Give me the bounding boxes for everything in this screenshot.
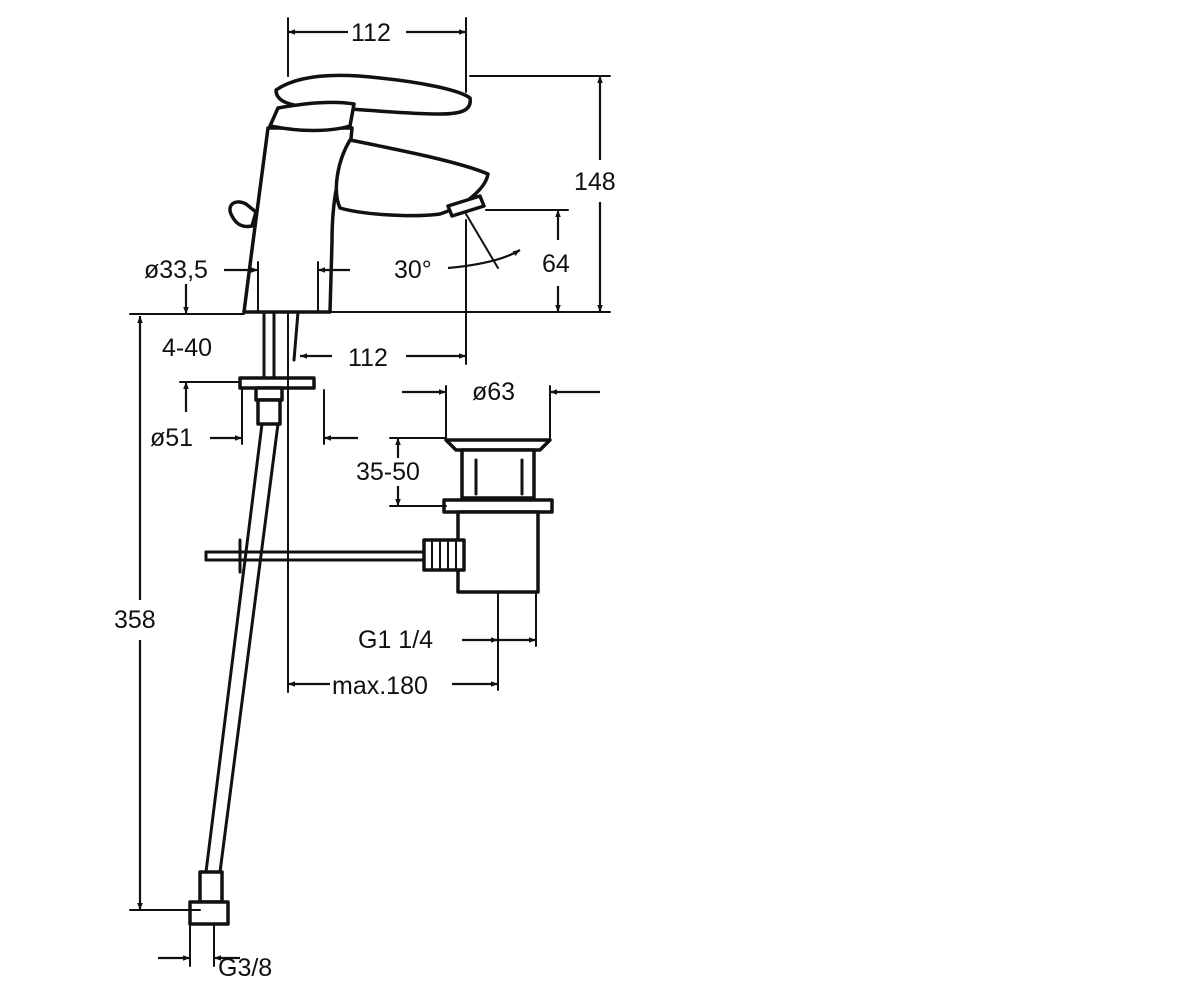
label-angle: 30° xyxy=(394,256,432,284)
dim-max-distance xyxy=(287,311,498,693)
dim-thickness xyxy=(129,284,245,412)
label-waste-range: 35-50 xyxy=(356,458,420,486)
label-hose-length: 358 xyxy=(114,606,156,634)
dim-angle xyxy=(447,213,521,270)
dim-hose-thread xyxy=(158,923,240,967)
dim-waste-thread xyxy=(462,591,537,691)
faucet-lever xyxy=(268,73,472,133)
dim-waste-range xyxy=(389,437,447,507)
dim-shank-diameter xyxy=(224,261,350,313)
label-spout-height: 64 xyxy=(542,250,570,278)
dim-top-width xyxy=(287,17,467,93)
label-total-height: 148 xyxy=(574,168,616,196)
dim-spout-reach xyxy=(300,219,467,365)
label-thickness: 4-40 xyxy=(162,334,212,362)
pop-up-rod xyxy=(204,538,432,574)
dim-hose-length xyxy=(129,316,201,911)
dim-total-height xyxy=(329,75,611,313)
supply-hose xyxy=(188,422,280,926)
dim-waste-diameter xyxy=(402,385,600,441)
dim-base-diameter xyxy=(210,389,358,445)
label-max-distance: max.180 xyxy=(332,672,428,700)
label-base-diameter: ø51 xyxy=(150,424,193,452)
mounting-shank xyxy=(238,310,316,426)
label-waste-thread: G1 1/4 xyxy=(358,626,433,654)
waste-valve xyxy=(422,438,554,594)
faucet-body xyxy=(242,126,490,314)
label-spout-reach: 112 xyxy=(348,344,388,372)
label-top-width: 112 xyxy=(351,19,391,47)
pop-up-knob xyxy=(228,200,258,229)
label-shank-diameter: ø33,5 xyxy=(144,256,208,284)
dim-spout-height xyxy=(485,209,569,312)
label-hose-thread: G3/8 xyxy=(218,954,272,982)
label-waste-diameter: ø63 xyxy=(472,378,515,406)
